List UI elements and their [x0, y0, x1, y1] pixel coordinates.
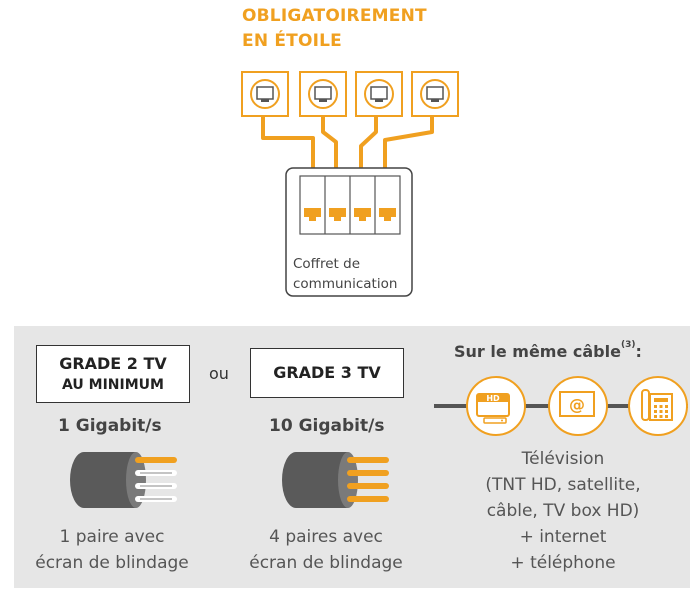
cable-1 [261, 114, 315, 176]
services-description: Télévision (TNT HD, satellite, câble, TV… [444, 446, 682, 576]
wall-outlet-2 [299, 71, 347, 117]
grade-2-description: 1 paire avec écran de blindage [22, 524, 202, 576]
grade-2-speed: 1 Gigabit/s [58, 416, 162, 436]
services-illustration: HD @ [434, 376, 688, 436]
cable-grades-panel: GRADE 2 TV AU MINIMUM ou GRADE 3 TV 1 Gi… [14, 326, 690, 588]
cable-4 [383, 114, 434, 176]
grade-3-box: GRADE 3 TV [250, 348, 404, 398]
wall-outlet-1 [241, 71, 289, 117]
grade-2-label: GRADE 2 TV [59, 354, 167, 373]
communication-cabinet [285, 167, 413, 297]
services-line-4: + internet [519, 527, 607, 547]
svg-text:HD: HD [486, 394, 500, 403]
grade-2-sublabel: AU MINIMUM [62, 377, 164, 393]
services-line-5: + téléphone [510, 553, 616, 573]
cable-4-pairs-icon [282, 452, 389, 508]
grade-2-box: GRADE 2 TV AU MINIMUM [36, 345, 190, 403]
or-separator: ou [209, 364, 229, 383]
grade-3-label: GRADE 3 TV [273, 363, 381, 382]
services-line-3: câble, TV box HD) [486, 501, 640, 521]
tv-icon: HD [466, 376, 526, 436]
cabinet-label-line-2: communication [293, 276, 398, 292]
title-colon: : [635, 342, 642, 361]
title-line-2: EN ÉTOILE [242, 31, 342, 51]
cabinet-label-line-1: Coffret de [293, 256, 361, 272]
same-cable-title: Sur le même câble(3): [454, 340, 642, 361]
wall-outlets [241, 71, 459, 117]
cable-1-pair-icon [70, 452, 177, 508]
grade-2-desc-line-1: 1 paire avec [59, 527, 165, 547]
cable-2 [321, 114, 338, 176]
services-line-1: Télévision [521, 449, 605, 469]
grade-3-description: 4 paires avec écran de blindage [236, 524, 416, 576]
grade-3-speed: 10 Gigabit/s [269, 416, 385, 436]
grade-3-desc-line-2: écran de blindage [249, 553, 403, 573]
cable-3 [359, 114, 378, 176]
patch-ports [304, 208, 396, 221]
cabinet-label: Coffret de communication [293, 254, 397, 294]
wall-outlet-4 [411, 71, 459, 117]
grade-3-desc-line-1: 4 paires avec [269, 527, 383, 547]
wall-outlet-3 [355, 71, 403, 117]
star-wiring-diagram [241, 71, 459, 297]
footnote-ref: (3) [620, 340, 636, 350]
email-icon: @ [548, 376, 608, 436]
services-line-2: (TNT HD, satellite, [485, 475, 641, 495]
phone-icon [628, 376, 688, 436]
grade-2-desc-line-2: écran de blindage [35, 553, 189, 573]
svg-text:@: @ [569, 395, 585, 414]
star-wiring-title: OBLIGATOIREMENT EN ÉTOILE [242, 4, 427, 54]
same-cable-title-text: Sur le même câble [454, 342, 621, 361]
title-line-1: OBLIGATOIREMENT [242, 6, 427, 26]
